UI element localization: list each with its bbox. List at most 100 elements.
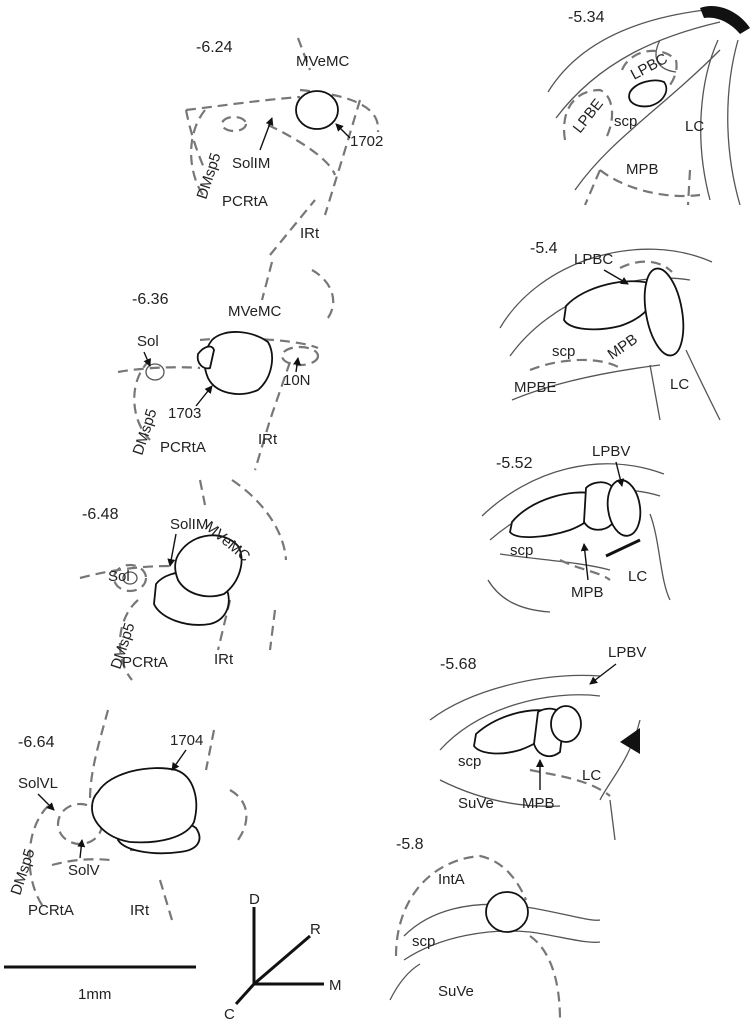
- arrow-1703: [195, 385, 213, 407]
- label-mpbe: MPBE: [514, 379, 557, 396]
- label-solim: SolIM: [170, 516, 208, 533]
- outline: [79, 479, 288, 651]
- left-panel-level-6-64: -6.64 SolVL DMsp5 SolV PCRtA IRt 1704: [8, 709, 248, 921]
- right-panel-level-5-52: -5.52 LPBV scp MPB LC: [481, 443, 671, 613]
- label-dorsal: D: [249, 891, 260, 908]
- label-lc: LC: [685, 118, 704, 135]
- left-panel-level-6-36: -6.36 MVeMC Sol 10N DMsp5 PCRtA IRt 1703: [117, 261, 335, 471]
- label-mpb: MPB: [522, 795, 555, 812]
- lpbc-region: [628, 79, 668, 108]
- left-panel-level-6-48: -6.48 SolIM MVeMC Sol DMsp5 PCRtA IRt: [79, 479, 288, 681]
- label-sol: Sol: [108, 568, 130, 585]
- arrow-mpb: [580, 543, 589, 581]
- outline-dashed: [529, 260, 673, 372]
- sol-core: [122, 571, 138, 585]
- mpb-outline: [583, 169, 701, 206]
- outline-dashed: [529, 935, 562, 1021]
- sol-outline: [220, 115, 248, 133]
- label-mpb: MPB: [571, 584, 604, 601]
- level-label: -6.48: [82, 506, 119, 523]
- label-rostral: R: [310, 921, 321, 938]
- label-mvemc: MVeMC: [296, 53, 350, 70]
- label-mpb: MPB: [626, 161, 659, 178]
- label-scp: scp: [412, 933, 435, 950]
- scale-bar: 1mm: [4, 965, 196, 1003]
- arrow-1704: [171, 749, 187, 771]
- case-label-1704: 1704: [170, 732, 203, 749]
- level-label: -5.52: [496, 455, 533, 472]
- arrow-lpbv: [615, 461, 625, 487]
- label-suve: SuVe: [458, 795, 494, 812]
- label-scp: scp: [552, 343, 575, 360]
- label-solim: SolIM: [232, 155, 270, 172]
- overlap-region: [196, 345, 215, 370]
- right-panel-level-5-4: -5.4 LPBC scp MPB MPBE LC: [499, 240, 721, 421]
- label-lpbv: LPBV: [608, 644, 646, 661]
- label-lc: LC: [628, 568, 647, 585]
- label-suve: SuVe: [438, 983, 474, 1000]
- outline: [117, 261, 335, 471]
- label-mpb: MPB: [605, 331, 641, 364]
- level-label: -6.36: [132, 291, 169, 308]
- inta-outline: [394, 854, 528, 957]
- lpbc-region: [563, 280, 656, 331]
- checker-region: [174, 534, 243, 598]
- label-solv: SolV: [68, 862, 100, 879]
- label-lc: LC: [670, 376, 689, 393]
- lesion-1702: [295, 90, 339, 130]
- label-sol: Sol: [137, 333, 159, 350]
- sol-outline: [112, 563, 148, 593]
- lpbv-lesion: [550, 705, 582, 743]
- left-panel-level-6-24: -6.24 MVeMC SolIM DMsp5 PCRtA IRt 1702: [184, 37, 383, 256]
- label-dmsp5: DMsp5: [130, 407, 161, 457]
- label-medial: M: [329, 977, 342, 994]
- label-pcrta: PCRtA: [122, 654, 168, 671]
- label-irt: IRt: [130, 902, 150, 919]
- label-pcrta: PCRtA: [222, 193, 268, 210]
- level-label: -5.8: [396, 836, 424, 853]
- label-pcrta: PCRtA: [28, 902, 74, 919]
- label-solvl: SolVL: [18, 775, 58, 792]
- label-irt: IRt: [258, 431, 278, 448]
- label-lpbc: LPBC: [574, 251, 613, 268]
- lesion-checker: [485, 891, 529, 933]
- level-label: -6.24: [196, 39, 233, 56]
- axis-caudal: [234, 982, 256, 1006]
- level-label: -6.64: [18, 734, 55, 751]
- case-label-1703: 1703: [168, 405, 201, 422]
- dmsp5-outline: [118, 599, 139, 681]
- right-panel-level-5-34: -5.34 LPBC LPBE scp LC MPB: [547, 6, 750, 206]
- arrow-lpbc: [603, 269, 629, 285]
- level-label: -5.68: [440, 656, 477, 673]
- label-scp: scp: [458, 753, 481, 770]
- arrow-sol: [143, 351, 151, 367]
- lc-marker: [605, 538, 641, 558]
- label-inta: IntA: [438, 871, 465, 888]
- label-lpbv: LPBV: [592, 443, 630, 460]
- arrow-solim: [167, 533, 177, 567]
- right-panel-level-5-8: -5.8 IntA scp SuVe: [389, 836, 601, 1021]
- scale-bar-label: 1mm: [78, 986, 111, 1003]
- label-scp: scp: [510, 542, 533, 559]
- label-caudal: C: [224, 1006, 235, 1023]
- arrow-lpbv: [589, 663, 617, 685]
- orientation-axes: D R M C: [224, 891, 342, 1023]
- outline: [429, 674, 641, 841]
- dmsp5-outline: [28, 805, 49, 909]
- label-irt: IRt: [214, 651, 234, 668]
- axis-rostral: [253, 934, 311, 986]
- arrow-solim: [259, 117, 274, 151]
- level-label: -5.34: [568, 9, 605, 26]
- arrow-solv: [77, 839, 86, 859]
- arrow-solvl: [37, 793, 55, 811]
- arrow-1702: [335, 123, 351, 139]
- right-panel-level-5-68: -5.68 LPBV scp LC SuVe MPB: [429, 644, 646, 841]
- label-irt: IRt: [300, 225, 320, 242]
- lesion-1703: [203, 331, 273, 395]
- dark-wedge: [700, 6, 750, 34]
- 10n-outline: [280, 345, 320, 367]
- outline: [547, 9, 741, 206]
- lower-outline: [389, 963, 421, 1001]
- outline: [184, 37, 380, 256]
